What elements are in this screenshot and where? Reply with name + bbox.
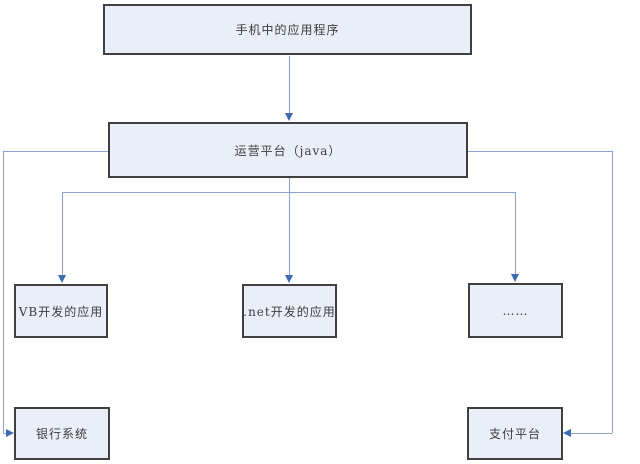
edge-platform-to-net-line — [289, 178, 290, 276]
edge-platform-to-bank-line-vertical — [3, 151, 4, 433]
node-bank-system-label: 银行系统 — [35, 427, 88, 441]
node-ellipsis: …… — [468, 283, 563, 338]
edge-platform-to-bank-line-bottom — [3, 433, 7, 434]
edge-platform-to-ellipsis-line — [515, 192, 516, 275]
arrowhead-right-icon — [6, 429, 14, 437]
node-operating-platform: 运营平台（java） — [108, 122, 468, 178]
node-payment-platform-label: 支付平台 — [488, 427, 541, 441]
node-mobile-app-label: 手机中的应用程序 — [235, 23, 340, 37]
edge-platform-to-payment-line-top — [468, 151, 612, 152]
arrowhead-down-icon — [511, 274, 519, 282]
node-bank-system: 银行系统 — [14, 407, 110, 460]
arrowhead-down-icon — [58, 275, 66, 283]
node-mobile-app: 手机中的应用程序 — [103, 4, 472, 55]
arrowhead-down-icon — [285, 275, 293, 283]
edge-distributor-line — [62, 192, 515, 193]
node-vb-app-label: VB开发的应用 — [18, 304, 104, 319]
node-payment-platform: 支付平台 — [467, 407, 563, 460]
arrowhead-left-icon — [563, 429, 571, 437]
edge-platform-to-bank-line-top — [3, 151, 108, 152]
arrowhead-down-icon — [285, 113, 293, 121]
edge-mobile-to-platform-line — [289, 56, 290, 114]
node-dotnet-app-label: .net开发的应用 — [243, 304, 336, 319]
node-operating-platform-label: 运营平台（java） — [234, 143, 342, 158]
node-vb-app: VB开发的应用 — [14, 284, 108, 338]
edge-platform-to-payment-line-bottom — [570, 433, 612, 434]
edge-platform-to-payment-line-vertical — [612, 151, 613, 433]
edge-platform-to-vb-line — [62, 192, 63, 276]
node-dotnet-app: .net开发的应用 — [242, 284, 337, 338]
node-ellipsis-label: …… — [502, 303, 529, 318]
